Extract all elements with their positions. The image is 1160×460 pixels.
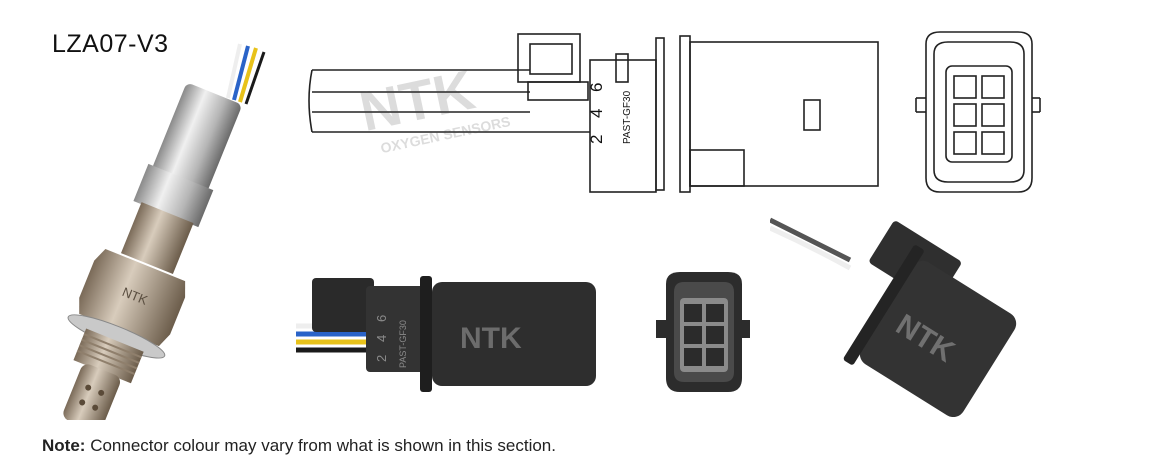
connector-end-photo [656, 272, 750, 392]
molded-code-drawing: PAST-GF30 [622, 90, 633, 144]
pin-number-2: 2 [587, 135, 606, 144]
oxygen-sensor-image: NTK [63, 43, 266, 420]
connector-line-drawing: NTK OXYGEN SENSORS 2 4 6 PAST-GF30 [308, 33, 879, 193]
pin-number-6-photo: 6 [374, 315, 389, 322]
pin-number-6: 6 [587, 83, 606, 92]
pin-number-4-photo: 4 [374, 335, 389, 342]
pin-number-4: 4 [587, 109, 606, 118]
connector-angled-photo: NTK [770, 217, 1017, 418]
pin-number-2-photo: 2 [374, 355, 389, 362]
connector-brand-mark: NTK [460, 322, 522, 355]
molded-code-photo: PAST-GF30 [398, 320, 408, 368]
note-label: Note: [42, 436, 86, 455]
connector-end-view-drawing [915, 31, 1041, 193]
part-number-title: LZA07-V3 [52, 30, 169, 58]
connector-side-photo: NTK 2 4 6 PAST-GF30 [296, 276, 596, 392]
connector-colour-note: Note: Connector colour may vary from wha… [42, 436, 556, 456]
note-text: Connector colour may vary from what is s… [90, 436, 556, 455]
